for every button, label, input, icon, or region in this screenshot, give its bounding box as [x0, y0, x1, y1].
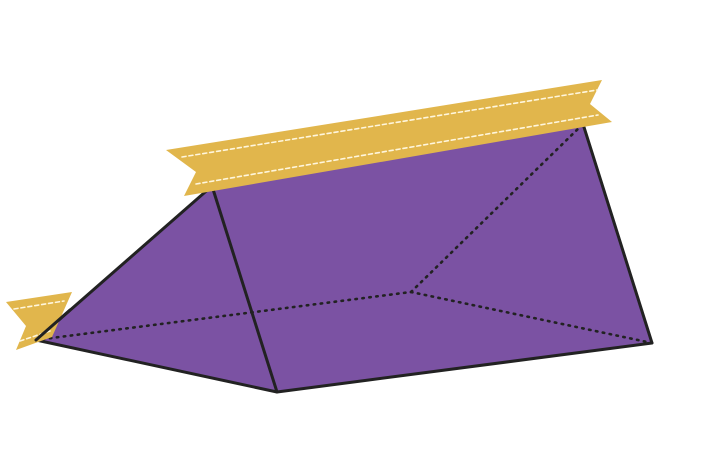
left-tape-strip	[6, 292, 72, 350]
top-tape	[166, 80, 612, 196]
prism-left-face	[36, 186, 277, 392]
edge-front-vertical	[210, 184, 279, 394]
hidden-edge-back-right	[409, 290, 654, 345]
left-tape-stitch-lower	[19, 330, 51, 342]
top-tape-stitch-lower	[195, 114, 599, 185]
left-tape-stitch	[13, 300, 65, 310]
edge-right	[581, 122, 654, 345]
top-tape-strip	[166, 80, 612, 196]
edge-bottom-front	[275, 341, 654, 394]
edge-bottom-left	[34, 338, 279, 394]
prism-hidden-edges	[34, 122, 654, 345]
top-tape-stitch-upper	[181, 89, 598, 158]
hidden-edge-back-top	[409, 122, 585, 294]
hidden-edge-back-left	[34, 290, 413, 342]
left-tape	[6, 292, 72, 350]
prism-faces	[36, 124, 652, 392]
prism-front-face	[212, 124, 652, 392]
edge-left-slant-tip	[34, 308, 72, 342]
